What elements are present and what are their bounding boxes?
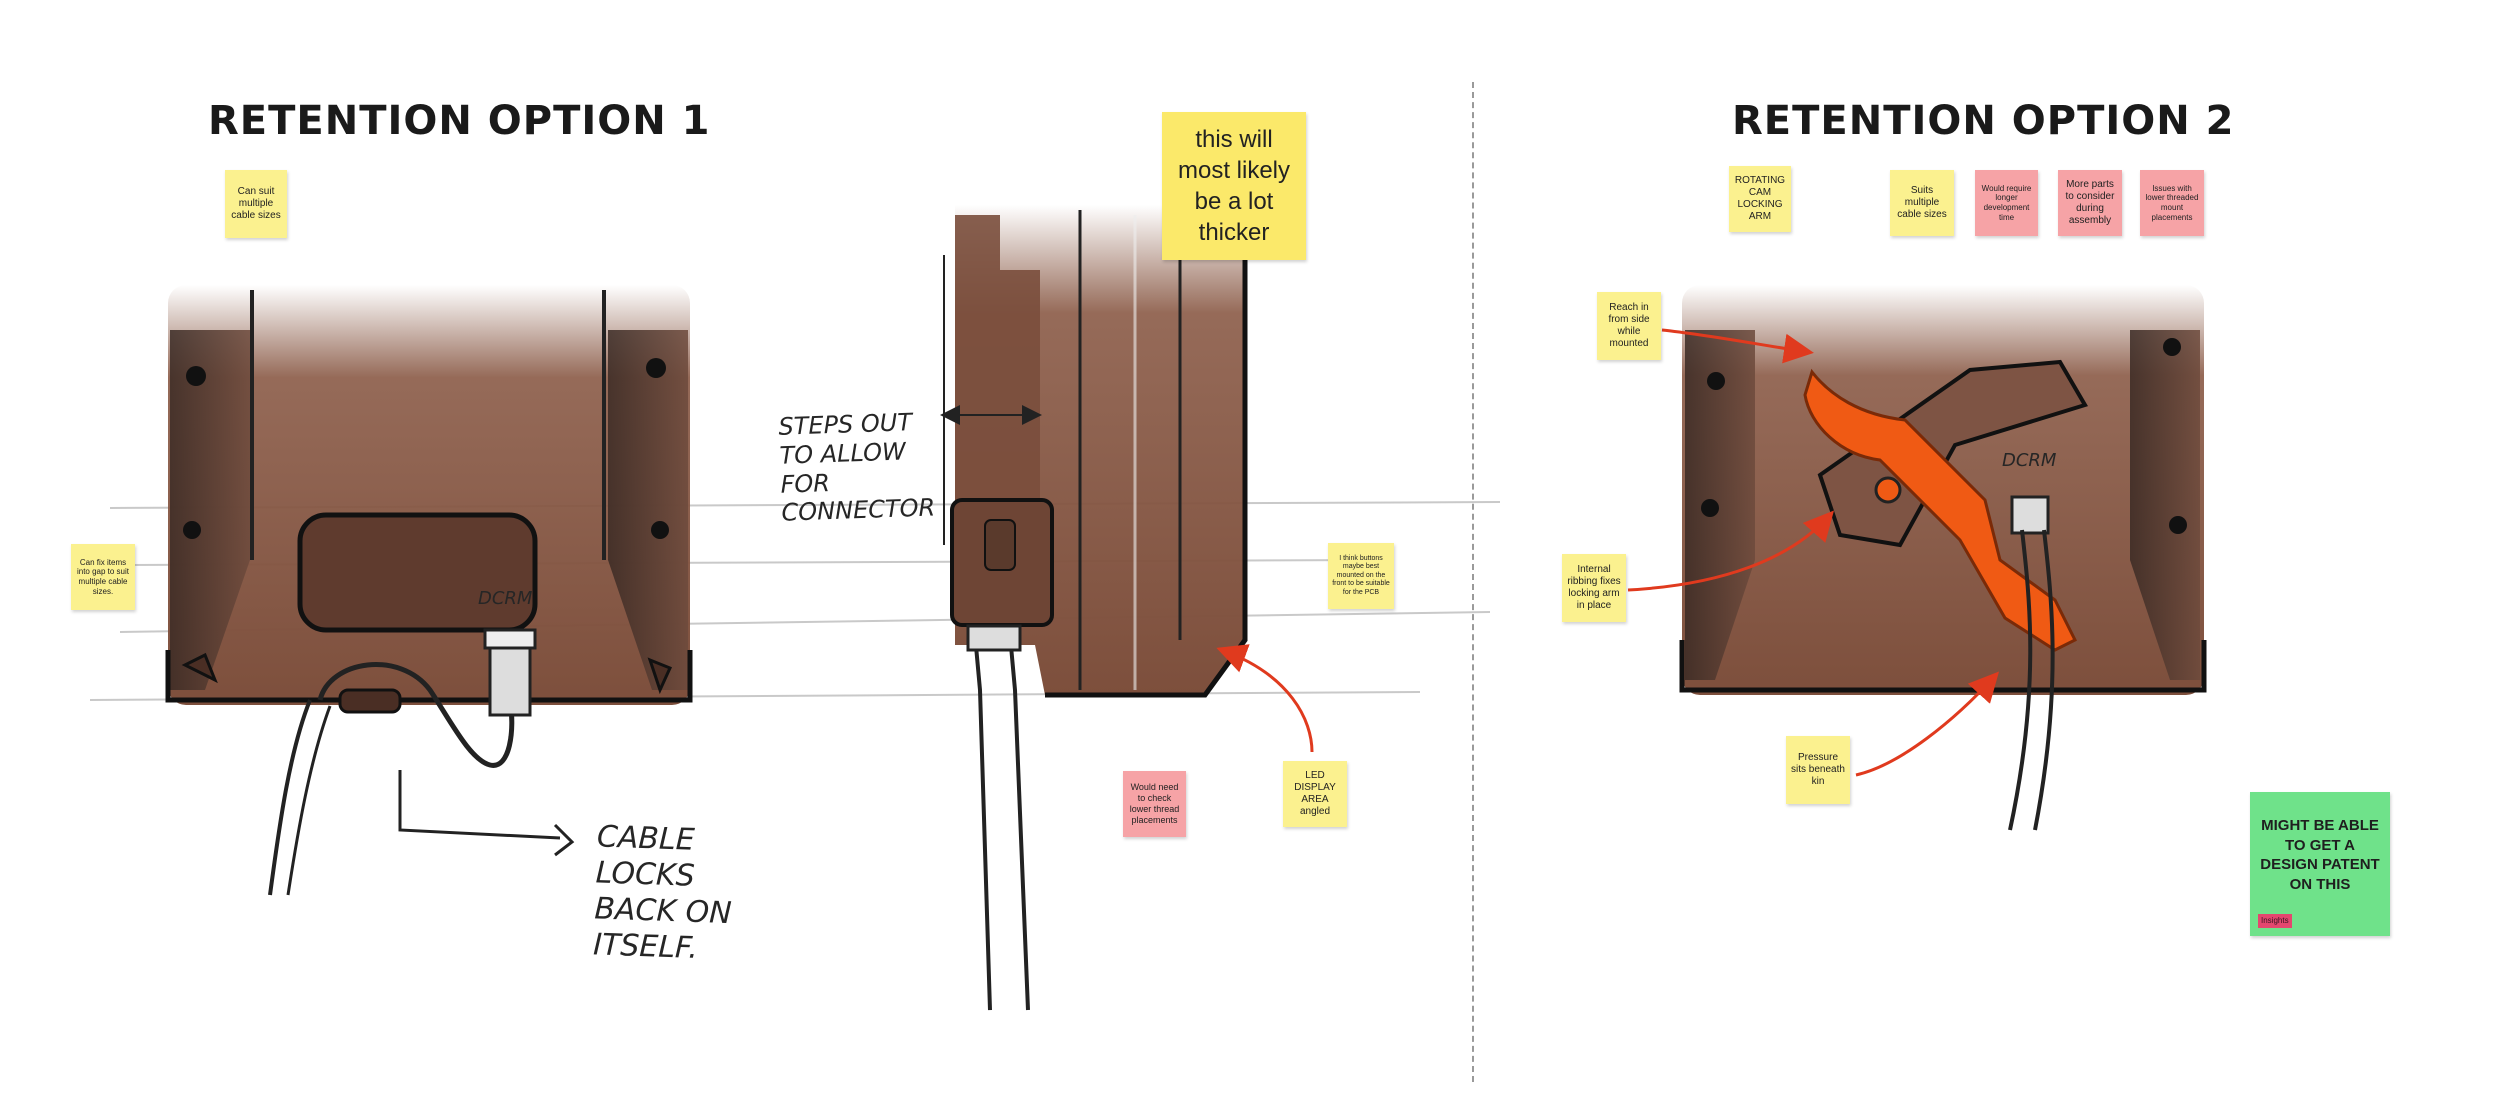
sticky-design-patent[interactable]: MIGHT BE ABLE TO GET A DESIGN PATENT ON … — [2250, 792, 2390, 936]
device-brand-label-2: DCRM — [2002, 450, 2057, 471]
sticky-fix-items[interactable]: Can fix items into gap to suit multiple … — [71, 544, 135, 610]
led-arrow — [1216, 644, 1314, 753]
patent-note-text: MIGHT BE ABLE TO GET A DESIGN PATENT ON … — [2260, 817, 2380, 893]
sticky-rotating-cam[interactable]: ROTATING CAM LOCKING ARM — [1729, 166, 1791, 232]
ribbing-arrow — [1627, 510, 1834, 592]
sticky-cable-sizes-1[interactable]: Can suit multiple cable sizes — [225, 170, 287, 238]
retention-option-1-title: RETENTION OPTION 1 — [208, 98, 711, 144]
sticky-suits-cable[interactable]: Suits multiple cable sizes — [1890, 170, 1954, 236]
sticky-pressure[interactable]: Pressure sits beneath kin — [1786, 736, 1850, 804]
pressure-arrow — [1855, 671, 2000, 777]
sticky-reach-in[interactable]: Reach in from side while mounted — [1597, 292, 1661, 360]
reach-in-arrow — [1661, 328, 1814, 364]
sticky-led-display[interactable]: LED DISPLAY AREA angled — [1283, 761, 1347, 827]
sticky-internal-ribbing[interactable]: Internal ribbing fixes locking arm in pl… — [1562, 554, 1626, 622]
section-divider — [1472, 82, 1474, 1082]
side-view-device-sketch — [940, 200, 1248, 1011]
sticky-button-note[interactable]: I think buttons maybe best mounted on th… — [1328, 543, 1394, 609]
sticky-thicker[interactable]: this will most likely be a lot thicker — [1162, 112, 1306, 260]
retention-option-2-title: RETENTION OPTION 2 — [1732, 98, 2235, 144]
option-1-device-sketch — [165, 285, 693, 896]
steps-out-label: STEPS OUT TO ALLOW FOR CONNECTOR — [778, 408, 936, 528]
cable-locks-label: CABLE LOCKS BACK ON ITSELF. — [592, 819, 733, 966]
sticky-issues-thread[interactable]: Issues with lower threaded mount placeme… — [2140, 170, 2204, 236]
sticky-longer-dev[interactable]: Would require longer development time — [1975, 170, 2038, 236]
insights-tag[interactable]: Insights — [2258, 914, 2292, 928]
sticky-more-parts[interactable]: More parts to consider during assembly — [2058, 170, 2122, 236]
option-2-device-sketch — [1679, 285, 2207, 831]
sticky-thread-check[interactable]: Would need to check lower thread placeme… — [1123, 771, 1186, 837]
device-brand-label-1: DCRM — [478, 588, 533, 609]
